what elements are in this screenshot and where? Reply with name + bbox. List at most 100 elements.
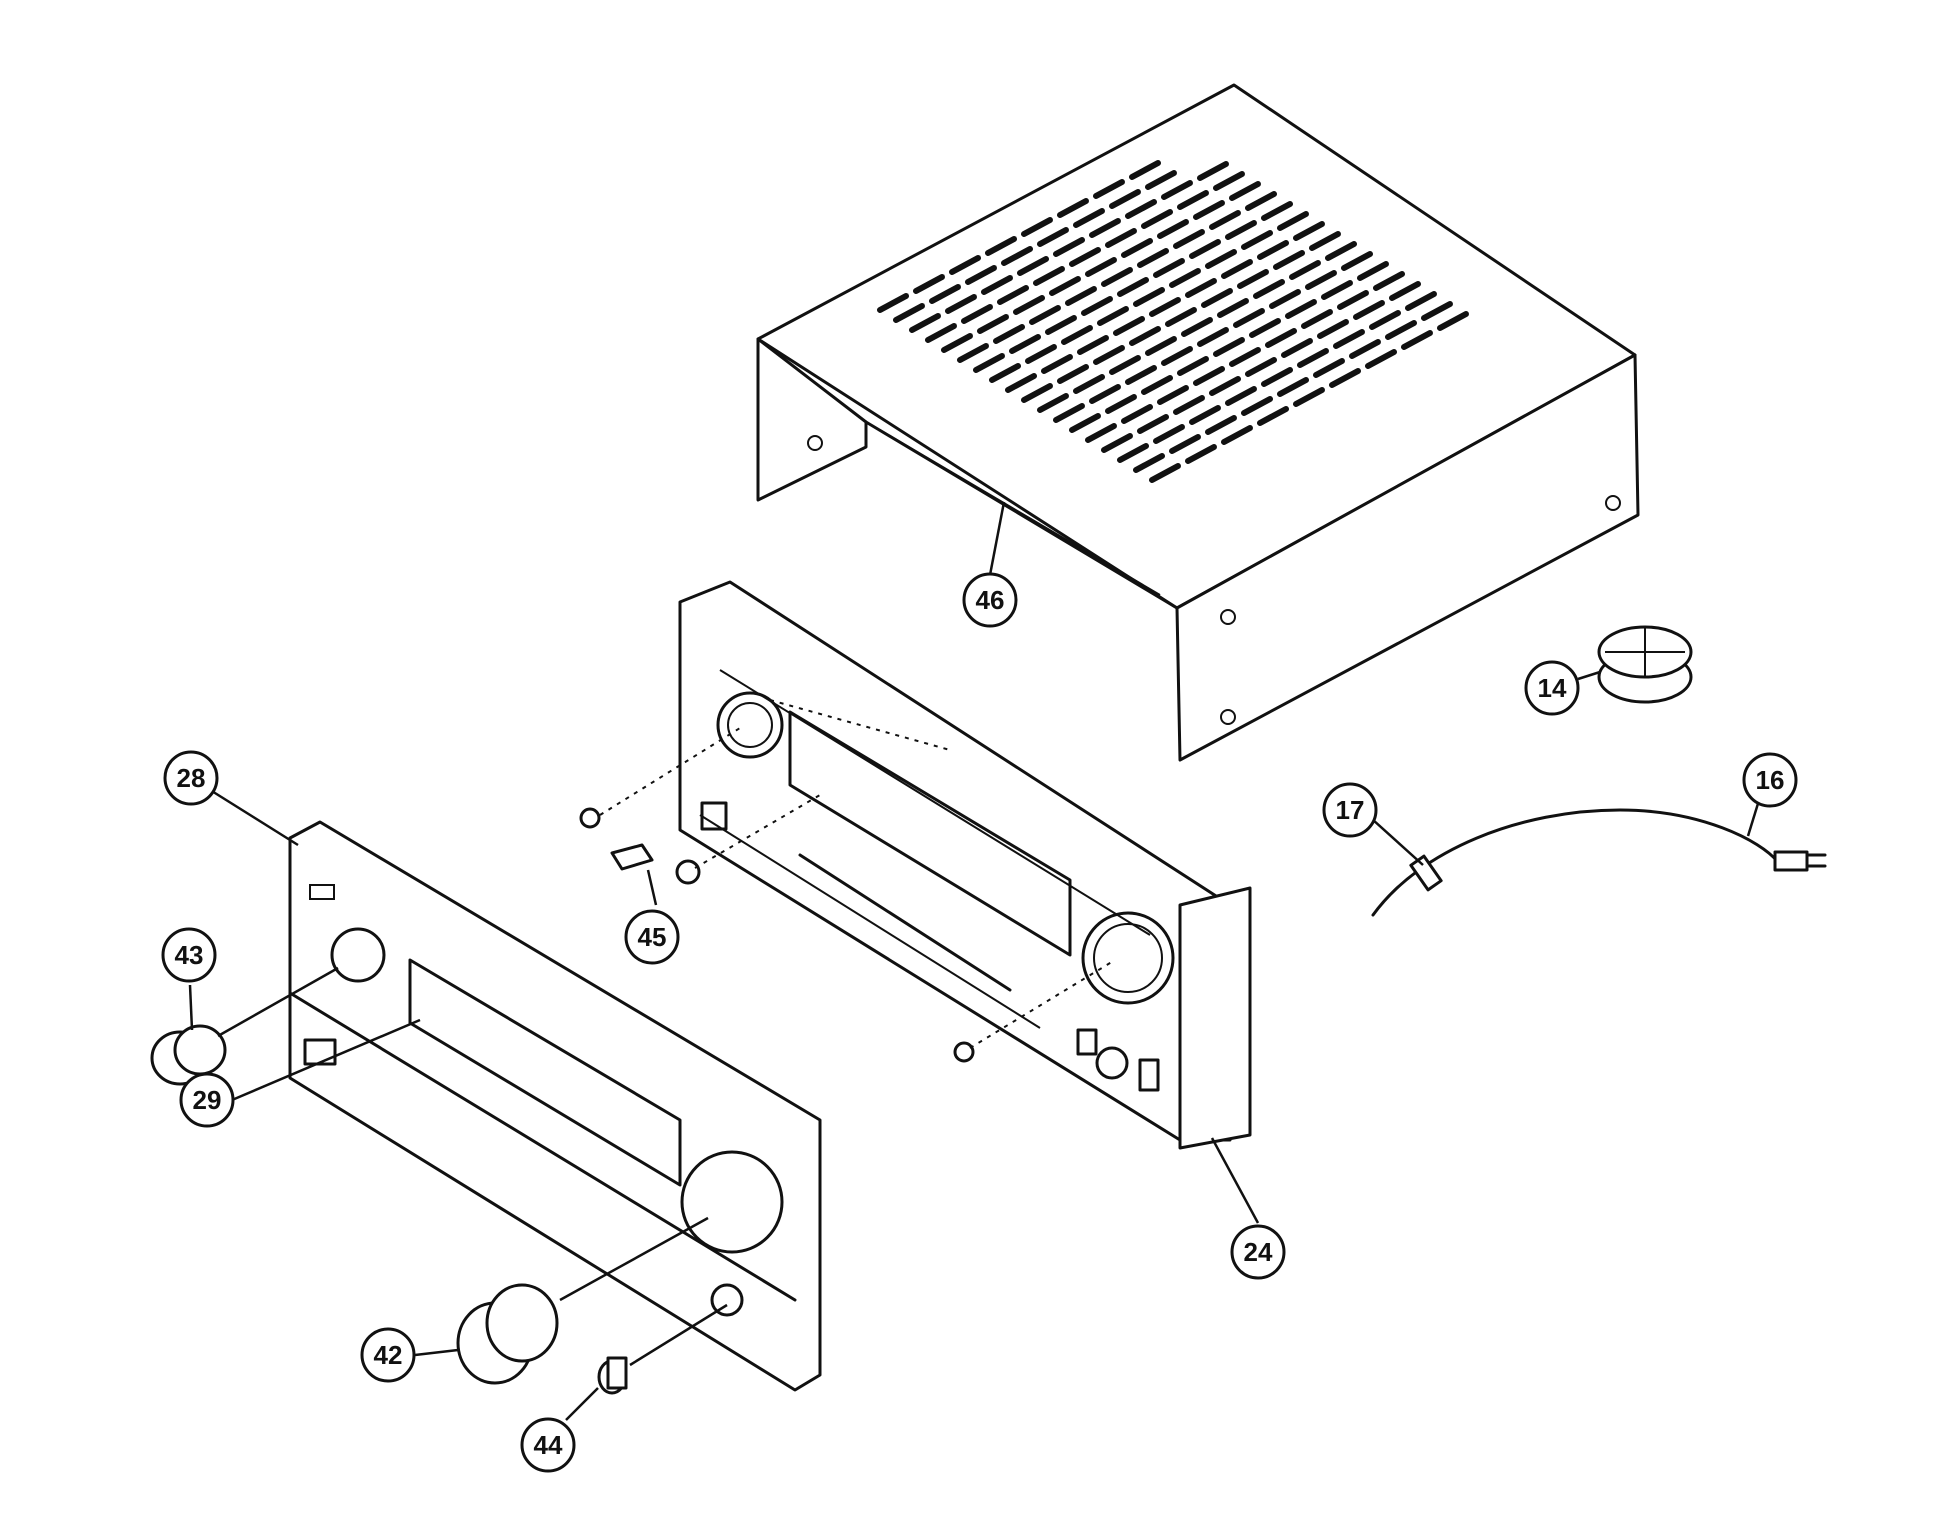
vent-slot xyxy=(973,353,1005,373)
vent-slot xyxy=(993,324,1025,344)
svg-text:43: 43 xyxy=(175,940,204,970)
vent-slot xyxy=(1089,384,1121,404)
callout-43: 43 xyxy=(161,927,217,983)
vent-slot xyxy=(1129,326,1161,346)
vent-slot xyxy=(1177,190,1209,210)
vent-slot xyxy=(1121,238,1153,258)
dashed-alignment-lines xyxy=(599,699,1116,1049)
vent-slot xyxy=(1389,281,1421,301)
vent-slot xyxy=(1029,305,1061,325)
callout-44: 44 xyxy=(520,1417,576,1473)
vent-slot xyxy=(1177,356,1209,376)
vent-slot xyxy=(1285,299,1317,319)
vent-slot xyxy=(1057,198,1089,218)
vent-slot xyxy=(1021,217,1053,237)
vent-slot xyxy=(1225,386,1257,406)
vent-slot xyxy=(1005,373,1037,393)
vent-slot xyxy=(925,323,957,343)
vent-slot xyxy=(1145,170,1177,190)
vent-slot xyxy=(1385,320,1417,340)
vent-slot xyxy=(1293,221,1325,241)
vent-slot xyxy=(945,294,977,314)
svg-text:17: 17 xyxy=(1336,795,1365,825)
vent-slot xyxy=(1421,301,1453,321)
vent-slot xyxy=(1093,179,1125,199)
vent-slot xyxy=(941,333,973,353)
vent-slot xyxy=(989,363,1021,383)
vent-slot xyxy=(1085,257,1117,277)
callout-17: 17 xyxy=(1322,782,1378,838)
callout-14: 14 xyxy=(1524,660,1580,716)
vent-slot xyxy=(1141,375,1173,395)
vent-slot xyxy=(1169,268,1201,288)
svg-text:46: 46 xyxy=(976,585,1005,615)
vent-slot xyxy=(1249,318,1281,338)
vent-slot xyxy=(1125,365,1157,385)
vent-slot xyxy=(1169,434,1201,454)
vent-slot xyxy=(1337,290,1369,310)
vent-slot xyxy=(1153,424,1185,444)
vent-slot xyxy=(913,274,945,294)
vent-slot xyxy=(1245,191,1277,211)
top-cover xyxy=(756,83,1640,762)
vent-slot xyxy=(1225,220,1257,240)
vent-slot xyxy=(1221,425,1253,445)
vent-slot xyxy=(1229,181,1261,201)
svg-text:42: 42 xyxy=(374,1340,403,1370)
callout-42: 42 xyxy=(360,1327,416,1383)
vent-slot xyxy=(1073,374,1105,394)
vent-slot xyxy=(1105,228,1137,248)
vent-slot xyxy=(1241,396,1273,416)
vent-slot xyxy=(1137,414,1169,434)
vent-slot xyxy=(985,236,1017,256)
callout-28: 28 xyxy=(163,750,219,806)
power-cord xyxy=(1371,808,1827,917)
vent-slot xyxy=(1101,267,1133,287)
vent-slot xyxy=(877,293,909,313)
vent-slot xyxy=(1317,319,1349,339)
front-bracket xyxy=(678,580,1252,1150)
vent-slot xyxy=(1117,277,1149,297)
vent-slot xyxy=(1133,453,1165,473)
vent-slot xyxy=(1125,199,1157,219)
vent-slot xyxy=(1269,289,1301,309)
vent-slot xyxy=(1365,349,1397,369)
vent-slot xyxy=(1133,287,1165,307)
callout-29: 29 xyxy=(179,1072,235,1128)
svg-text:44: 44 xyxy=(534,1430,563,1460)
vent-slot xyxy=(1077,335,1109,355)
vent-slot xyxy=(1045,315,1077,335)
vent-slot xyxy=(1205,415,1237,435)
vent-slot xyxy=(1053,403,1085,423)
vent-slot xyxy=(1297,348,1329,368)
vent-slot xyxy=(1085,423,1117,443)
vent-slot xyxy=(1057,364,1089,384)
vent-slot xyxy=(1093,345,1125,365)
vent-slot xyxy=(1437,311,1469,331)
vent-slot xyxy=(1273,250,1305,270)
screws xyxy=(579,807,975,1063)
vent-slot xyxy=(1213,337,1245,357)
vent-slot xyxy=(1161,180,1193,200)
vent-slot xyxy=(981,275,1013,295)
vent-slot xyxy=(1189,405,1221,425)
vent-slot xyxy=(1025,344,1057,364)
vent-slot xyxy=(1205,249,1237,269)
vent-slot xyxy=(1129,160,1161,180)
vent-slot xyxy=(1033,266,1065,286)
vent-slot xyxy=(1069,413,1101,433)
small-knob xyxy=(150,1024,227,1086)
vent-slot xyxy=(1145,336,1177,356)
vent-slot xyxy=(1277,211,1309,231)
vent-slot xyxy=(1373,271,1405,291)
vent-slot xyxy=(1081,296,1113,316)
vent-slot xyxy=(1185,278,1217,298)
vent-slot xyxy=(1061,325,1093,345)
vent-slot xyxy=(1157,385,1189,405)
vent-slot xyxy=(1265,328,1297,348)
svg-text:45: 45 xyxy=(638,922,667,952)
button-knob xyxy=(597,1356,628,1395)
vent-slot xyxy=(1241,230,1273,250)
vent-slot xyxy=(1065,286,1097,306)
vent-slot xyxy=(1217,298,1249,318)
